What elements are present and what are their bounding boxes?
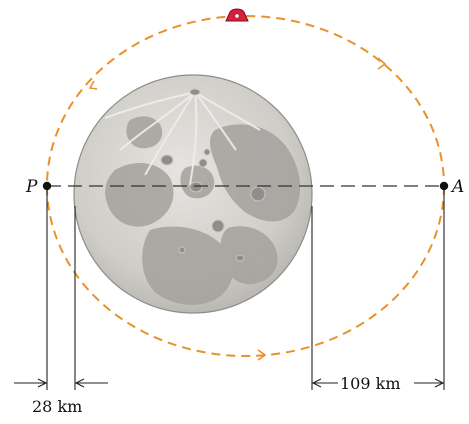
apoapsis-point bbox=[439, 181, 449, 191]
moon-illustration bbox=[73, 74, 313, 314]
dimension-lines bbox=[46, 190, 445, 390]
periapsis-label: P bbox=[25, 177, 38, 197]
spacecraft-icon bbox=[225, 8, 249, 22]
periapsis-altitude-label: 28 km bbox=[32, 397, 82, 416]
apoapsis-dimension bbox=[311, 378, 445, 388]
apoapsis-label: A bbox=[450, 177, 464, 197]
orbit-direction-arrow bbox=[88, 57, 387, 361]
apoapsis-altitude-label: 109 km bbox=[340, 374, 401, 393]
periapsis-point bbox=[42, 181, 52, 191]
periapsis-dimension bbox=[14, 378, 108, 388]
